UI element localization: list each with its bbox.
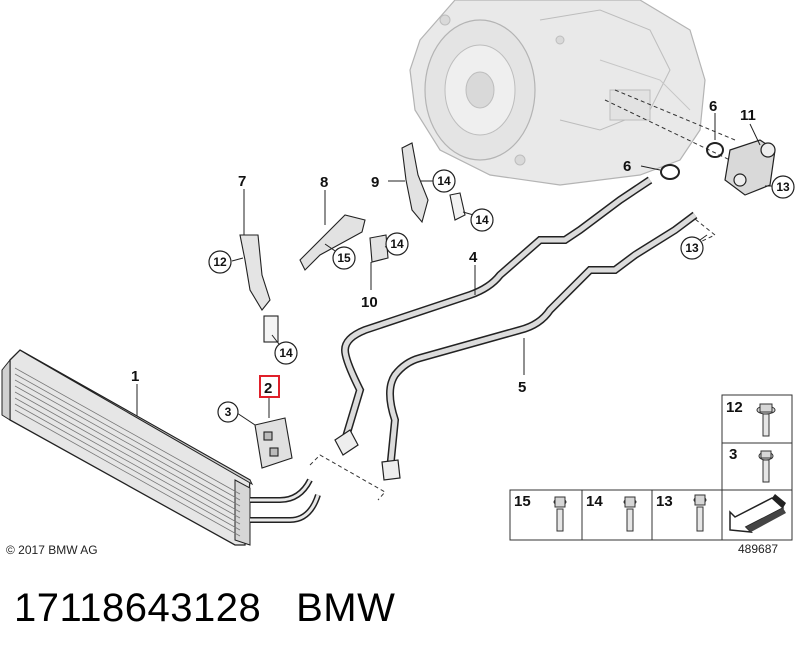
callout-4: 4 [469, 249, 478, 266]
svg-text:3: 3 [225, 405, 232, 419]
arrow-symbol-icon [729, 494, 786, 533]
svg-text:14: 14 [390, 237, 404, 251]
bracket-7 [239, 234, 279, 343]
svg-text:14: 14 [279, 346, 293, 360]
svg-text:13: 13 [776, 180, 790, 194]
bolt-12-icon [756, 403, 776, 437]
svg-text:12: 12 [213, 255, 227, 269]
callout-6-lower: 6 [623, 158, 631, 175]
kit-label-14: 14 [586, 493, 603, 510]
kit-label-13: 13 [656, 493, 673, 510]
o-rings-6 [660, 142, 724, 180]
callout-14-circled-d: 14 [385, 232, 409, 256]
callout-1: 1 [131, 368, 139, 385]
kit-label-3: 3 [729, 446, 737, 463]
part-number: 17118643128 [14, 586, 262, 630]
callout-5: 5 [518, 379, 526, 396]
callout-13-circled-lower: 13 [680, 236, 704, 260]
screw-15-icon [553, 496, 567, 532]
transmission-housing [409, 0, 706, 186]
drawing-number: 489687 [738, 542, 778, 556]
kit-label-15: 15 [514, 493, 531, 510]
svg-text:2: 2 [264, 380, 272, 397]
copyright-text: © 2017 BMW AG [6, 543, 98, 557]
screw-14-icon [623, 496, 637, 532]
part-caption: 17118643128 BMW [14, 586, 395, 631]
pipe-connectors [334, 429, 401, 481]
callout-14-circled-a: 14 [274, 341, 298, 365]
callout-11: 11 [740, 107, 756, 124]
screw-13-icon [693, 494, 707, 532]
callout-12-circled: 12 [208, 250, 232, 274]
screw-3-icon [758, 450, 774, 483]
callout-7: 7 [238, 173, 246, 190]
callout-13-circled-top: 13 [771, 175, 795, 199]
callout-2-highlighted: 2 [259, 375, 280, 398]
oil-line-4 [340, 176, 653, 442]
brand-name: BMW [296, 586, 396, 630]
callout-15-circled: 15 [332, 246, 356, 270]
bracket-8 [299, 214, 366, 271]
holder-2 [254, 417, 293, 469]
connector-11 [724, 139, 776, 196]
svg-text:14: 14 [437, 174, 451, 188]
bracket-9 [401, 142, 466, 224]
screw-kit-table [509, 394, 793, 541]
callout-14-circled-b: 14 [432, 169, 456, 193]
svg-text:13: 13 [685, 241, 699, 255]
svg-text:14: 14 [475, 213, 489, 227]
oil-line-5 [386, 211, 698, 471]
bracket-10 [369, 234, 389, 263]
kit-label-12: 12 [726, 399, 743, 416]
callout-10: 10 [361, 294, 378, 311]
screw-icons [553, 403, 776, 532]
callout-6-top: 6 [709, 98, 717, 115]
callout-3-circled: 3 [217, 401, 239, 423]
callout-8: 8 [320, 174, 328, 191]
svg-text:15: 15 [337, 251, 351, 265]
callout-14-circled-c: 14 [470, 208, 494, 232]
oil-cooler [1, 349, 321, 546]
callout-9: 9 [371, 174, 379, 191]
